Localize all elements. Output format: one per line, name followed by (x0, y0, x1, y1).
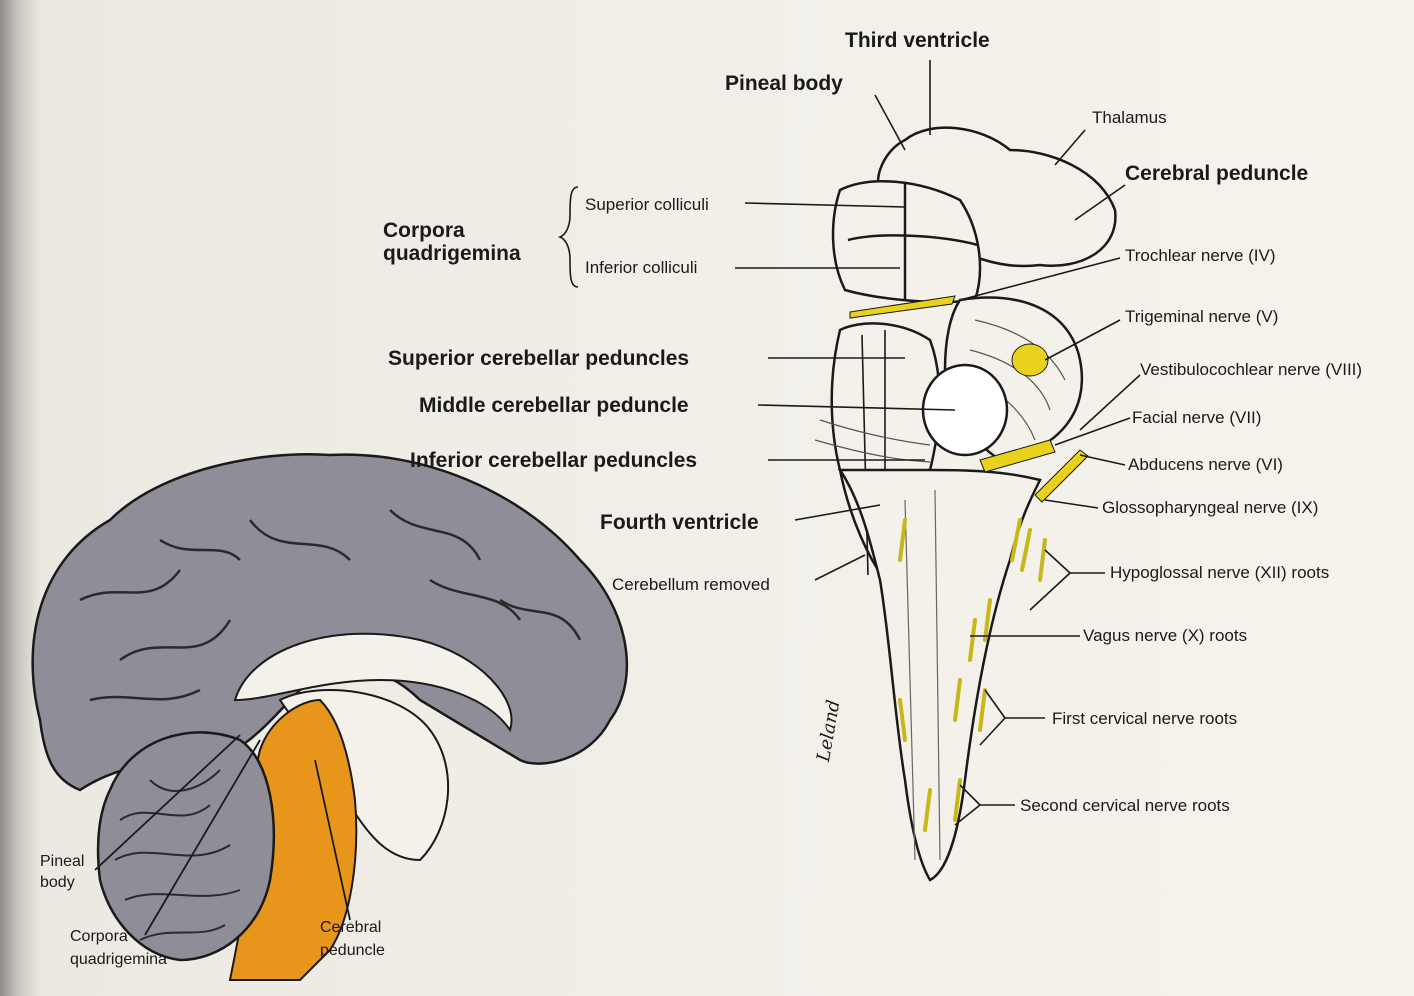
label-fourth-ventricle: Fourth ventricle (600, 512, 759, 533)
inset-label-pineal: Pineal (40, 852, 84, 872)
label-trochlear-nerve: Trochlear nerve (IV) (1125, 247, 1276, 264)
label-vagus-nerve: Vagus nerve (X) roots (1083, 627, 1247, 644)
abducens-nerve-fill (1035, 450, 1088, 502)
label-superior-cerebellar-peduncles: Superior cerebellar peduncles (388, 348, 689, 369)
label-vestibulocochlear-nerve: Vestibulocochlear nerve (VIII) (1140, 361, 1362, 378)
label-quadrigemina: quadrigemina (383, 243, 521, 264)
label-second-cervical: Second cervical nerve roots (1020, 797, 1230, 814)
label-cerebral-peduncle: Cerebral peduncle (1125, 163, 1308, 184)
inset-label-cerebral: Cerebral (320, 918, 381, 938)
inset-label-body: body (40, 873, 75, 893)
label-facial-nerve: Facial nerve (VII) (1132, 409, 1261, 426)
label-trigeminal-nerve: Trigeminal nerve (V) (1125, 308, 1278, 325)
corpora-bracket (560, 187, 578, 287)
label-hypoglossal-nerve: Hypoglossal nerve (XII) roots (1110, 564, 1329, 581)
label-superior-colliculi: Superior colliculi (585, 196, 709, 213)
label-inferior-cerebellar-peduncles: Inferior cerebellar peduncles (410, 450, 697, 471)
label-first-cervical: First cervical nerve roots (1052, 710, 1237, 727)
medial-brain-inset (33, 454, 627, 980)
inset-label-corpora: Corpora (70, 927, 128, 947)
inset-label-peduncle: peduncle (320, 941, 385, 961)
label-third-ventricle: Third ventricle (845, 30, 990, 51)
label-inferior-colliculi: Inferior colliculi (585, 259, 697, 276)
inset-label-quadrigemina: quadrigemina (70, 950, 167, 970)
trigeminal-nerve-fill (1012, 344, 1048, 376)
cerebellum (98, 732, 274, 960)
label-glossopharyngeal-nerve: Glossopharyngeal nerve (IX) (1102, 499, 1318, 516)
label-pineal-body: Pineal body (725, 73, 843, 94)
label-middle-cerebellar-peduncle: Middle cerebellar peduncle (419, 395, 689, 416)
label-thalamus: Thalamus (1092, 109, 1167, 126)
label-abducens-nerve: Abducens nerve (VI) (1128, 456, 1283, 473)
label-cerebellum-removed: Cerebellum removed (612, 576, 770, 593)
label-corpora: Corpora (383, 220, 465, 241)
